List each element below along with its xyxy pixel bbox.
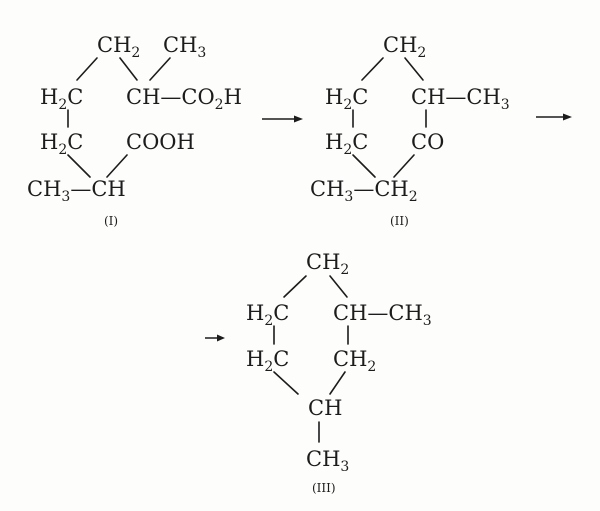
- bond: [352, 154, 376, 178]
- structure-iii: CH2 H2C CH—CH3 H2C CH2 CH CH3 (III): [246, 250, 432, 495]
- bond: [329, 371, 346, 395]
- group-ch: CH: [308, 396, 342, 420]
- bond: [119, 57, 138, 81]
- group-ch2: CH2: [306, 250, 349, 278]
- bond: [393, 154, 415, 178]
- group-h2c: H2C: [246, 347, 289, 375]
- bond: [67, 154, 91, 178]
- group-ch-ch3: CH—CH3: [333, 301, 432, 329]
- group-h2c: H2C: [325, 130, 368, 158]
- group-ch-ch3: CH—CH3: [411, 85, 510, 113]
- bond: [283, 275, 307, 298]
- bond: [361, 57, 384, 81]
- group-ch3-ch: CH3—CH: [27, 177, 126, 205]
- group-h2c: H2C: [40, 85, 83, 113]
- group-co: CO: [411, 130, 444, 154]
- reaction-arrow: [262, 115, 303, 123]
- reaction-arrow: [536, 113, 572, 121]
- group-ch3: CH3: [163, 33, 206, 61]
- group-ch2: CH2: [333, 347, 376, 375]
- group-h2c: H2C: [40, 130, 83, 158]
- group-cooh: COOH: [126, 130, 195, 154]
- group-ch-co2h: CH—CO2H: [126, 85, 242, 113]
- bond: [106, 154, 128, 178]
- bond: [404, 57, 424, 81]
- group-h2c: H2C: [325, 85, 368, 113]
- bond: [76, 57, 98, 81]
- compound-label-ii: (II): [390, 214, 409, 228]
- group-ch2: CH2: [383, 33, 426, 61]
- compound-label-iii: (III): [312, 481, 336, 495]
- bond: [273, 371, 299, 395]
- compound-label-i: (I): [104, 214, 118, 228]
- bond: [149, 57, 171, 81]
- group-ch3-ch2: CH3—CH2: [310, 177, 418, 205]
- group-h2c: H2C: [246, 301, 289, 329]
- bond: [329, 275, 348, 298]
- structure-i: CH2 CH3 H2C CH—CO2H H2C COOH CH3—CH (I): [27, 33, 242, 228]
- structure-ii: CH2 H2C CH—CH3 H2C CO CH3—CH2 (II): [310, 33, 510, 228]
- group-ch3: CH3: [306, 447, 349, 475]
- group-ch2: CH2: [97, 33, 140, 61]
- reaction-arrow: [205, 334, 225, 342]
